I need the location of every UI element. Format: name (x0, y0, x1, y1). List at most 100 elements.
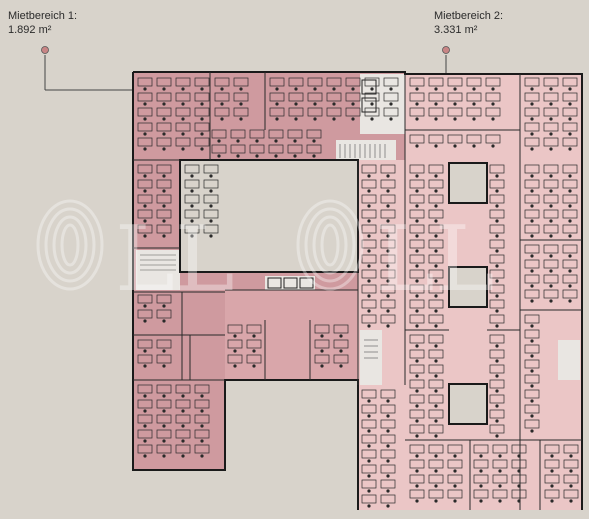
chair-icon (415, 249, 419, 253)
desk (233, 92, 249, 102)
desk (175, 399, 191, 409)
chair-icon (339, 334, 343, 338)
desk (511, 474, 527, 484)
desk (524, 137, 540, 147)
chair-icon (530, 414, 534, 418)
chair-icon (233, 334, 237, 338)
chair-icon (209, 234, 213, 238)
chair-icon (479, 499, 483, 503)
desk (447, 92, 463, 102)
lightwell-1 (449, 163, 487, 203)
desk (175, 77, 191, 87)
chair-icon (434, 419, 438, 423)
desk (184, 194, 200, 204)
chair-icon (434, 279, 438, 283)
desk (562, 224, 578, 234)
desk (345, 107, 361, 117)
chair-icon (530, 299, 534, 303)
desk (175, 92, 191, 102)
chair-icon (568, 219, 572, 223)
chair-icon (143, 234, 147, 238)
desk (137, 384, 153, 394)
chair-icon (549, 147, 553, 151)
chair-icon (252, 334, 256, 338)
chair-icon (517, 469, 521, 473)
desk (428, 224, 444, 234)
chair-icon (495, 189, 499, 193)
chair-icon (367, 279, 371, 283)
desk (409, 194, 425, 204)
desk (137, 414, 153, 424)
desk (409, 409, 425, 419)
desk (524, 274, 540, 284)
chair-icon (453, 102, 457, 106)
chair-icon (332, 117, 336, 121)
desk (361, 299, 377, 309)
desk (428, 379, 444, 389)
chair-icon (568, 117, 572, 121)
chair-icon (434, 454, 438, 458)
desk (306, 129, 322, 139)
desk (563, 459, 579, 469)
desk (184, 164, 200, 174)
chair-icon (434, 499, 438, 503)
chair-icon (143, 117, 147, 121)
chair-icon (491, 117, 495, 121)
desk (364, 77, 380, 87)
area-1-name: Mietbereich 1: (8, 10, 78, 22)
chair-icon (568, 254, 572, 258)
chair-icon (217, 139, 221, 143)
desk (137, 194, 153, 204)
desk (380, 209, 396, 219)
chair-icon (143, 439, 147, 443)
chair-icon (495, 419, 499, 423)
desk (246, 324, 262, 334)
desk (380, 404, 396, 414)
desk (409, 209, 425, 219)
chair-icon (530, 189, 534, 193)
chair-icon (550, 499, 554, 503)
desk (409, 474, 425, 484)
chair-icon (200, 132, 204, 136)
desk (194, 137, 210, 147)
desk (409, 239, 425, 249)
chair-icon (530, 324, 534, 328)
desk (524, 224, 540, 234)
desk (428, 194, 444, 204)
chair-icon (495, 279, 499, 283)
desk (314, 339, 330, 349)
desk (326, 107, 342, 117)
chair-icon (434, 87, 438, 91)
desk (380, 299, 396, 309)
desk (380, 419, 396, 429)
desk (214, 92, 230, 102)
desk (194, 399, 210, 409)
desk (492, 459, 508, 469)
chair-icon (162, 117, 166, 121)
svg-text:LL: LL (115, 207, 235, 312)
desk (137, 92, 153, 102)
chair-icon (274, 154, 278, 158)
desk (524, 344, 540, 354)
desk (203, 209, 219, 219)
desk (249, 144, 265, 154)
chair-icon (549, 102, 553, 106)
chair-icon (434, 389, 438, 393)
chair-icon (209, 204, 213, 208)
chair-icon (220, 117, 224, 121)
courtyard-north (180, 160, 358, 272)
desk (227, 339, 243, 349)
desk (307, 107, 323, 117)
desk (543, 107, 559, 117)
desk (524, 389, 540, 399)
chair-icon (434, 264, 438, 268)
chair-icon (312, 139, 316, 143)
chair-icon (386, 459, 390, 463)
chair-icon (415, 264, 419, 268)
chair-icon (143, 189, 147, 193)
chair-icon (320, 334, 324, 338)
desk (137, 179, 153, 189)
desk (137, 399, 153, 409)
chair-icon (386, 504, 390, 508)
desk (211, 129, 227, 139)
